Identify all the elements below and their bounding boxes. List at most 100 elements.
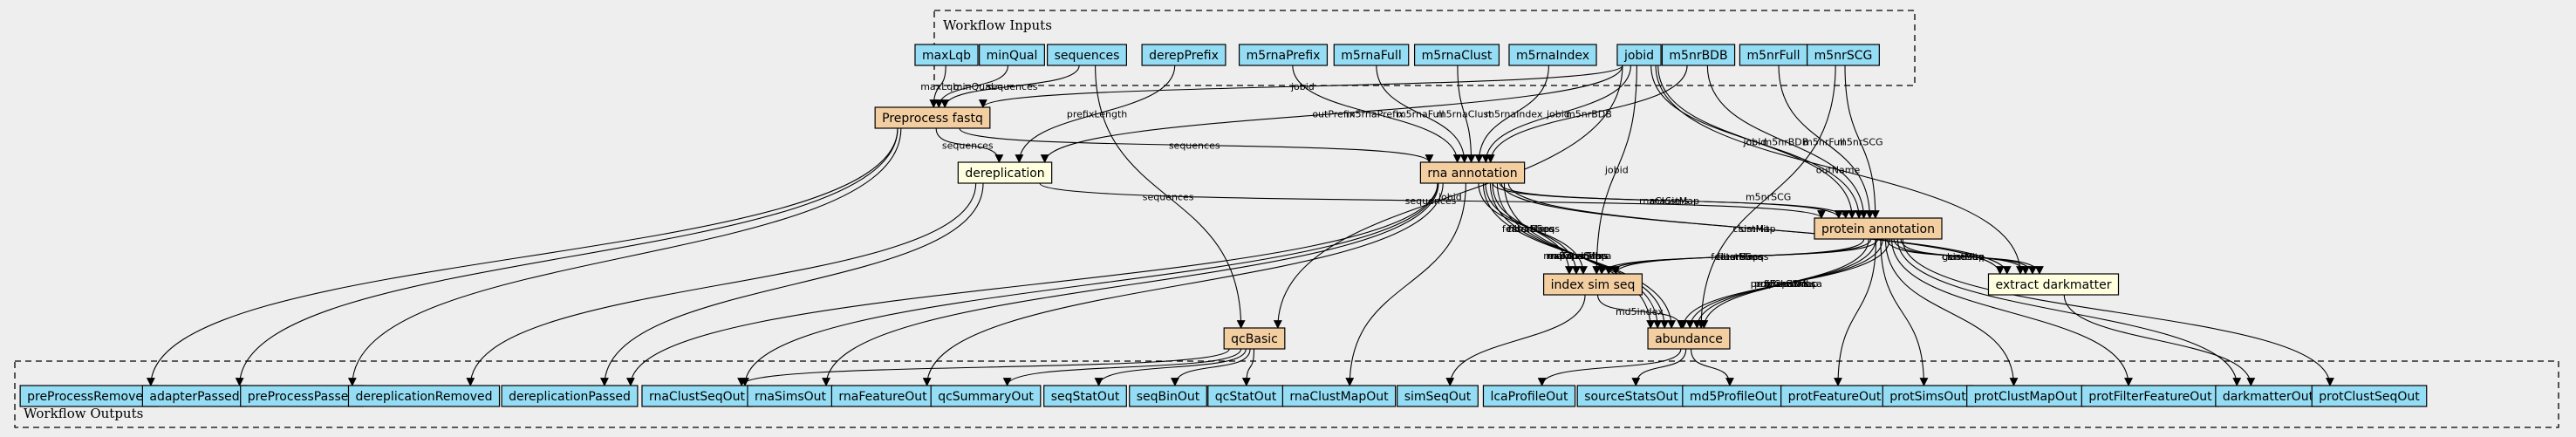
- output-preProcessRemoved[interactable]: preProcessRemoved: [19, 385, 159, 407]
- edge-label-simHit: simHit: [1739, 223, 1770, 235]
- edge-22: [1655, 65, 2025, 275]
- output-sourceStatsOut[interactable]: sourceStatsOut: [1576, 385, 1686, 407]
- input-m5nrSCG[interactable]: m5nrSCG: [1807, 44, 1880, 66]
- edge-70: [1896, 238, 2242, 386]
- input-maxLqb[interactable]: maxLqb: [914, 44, 979, 66]
- input-m5rnaPrefix[interactable]: m5rnaPrefix: [1238, 44, 1329, 66]
- edge-21: [1657, 65, 1857, 219]
- input-sequences-label: sequences: [1055, 49, 1120, 63]
- edge-51: [600, 182, 984, 386]
- input-sequences[interactable]: sequences: [1047, 44, 1127, 66]
- step-preprocess[interactable]: Preprocess fastq: [874, 106, 991, 129]
- edge-label-clustMap: clustMap: [1732, 223, 1775, 235]
- edge-label-sequences: sequences: [942, 140, 994, 152]
- output-rnaSimsOut[interactable]: rnaSimsOut: [747, 385, 834, 407]
- step-index[interactable]: index sim seq: [1542, 273, 1643, 296]
- step-extract[interactable]: extract darkmatter: [1987, 273, 2120, 296]
- edge-64: [1631, 348, 1687, 386]
- output-qcSummaryOut[interactable]: qcSummaryOut: [930, 385, 1042, 407]
- input-maxLqb-label: maxLqb: [922, 49, 971, 63]
- edge-33: [1492, 182, 1574, 275]
- step-dereplication[interactable]: dereplication: [957, 161, 1053, 184]
- input-m5nrBDB[interactable]: m5nrBDB: [1661, 44, 1736, 66]
- input-m5nrBDB-label: m5nrBDB: [1669, 49, 1727, 63]
- output-protFilterFeatureOut[interactable]: protFilterFeatureOut: [2081, 385, 2220, 407]
- edge-43: [1678, 238, 1890, 329]
- step-qc[interactable]: qcBasic: [1223, 327, 1286, 350]
- edge-53: [741, 182, 1438, 386]
- output-protClustMapOut[interactable]: protClustMapOut: [1966, 385, 2085, 407]
- output-rnaFeatureOut-label: rnaFeatureOut: [838, 390, 927, 404]
- input-m5nrFull[interactable]: m5nrFull: [1739, 44, 1808, 66]
- workflow-inputs-label: Workflow Inputs: [943, 17, 1052, 33]
- output-rnaClustMapOut-box: [1281, 385, 1397, 407]
- input-m5nrFull-label: m5nrFull: [1746, 49, 1800, 63]
- edge-label-rnaClustMap: rnaClustMap: [1639, 195, 1699, 207]
- edge-label-expandSims: expandSims: [1757, 278, 1816, 290]
- edge-label-filterSims: filterSims: [1508, 223, 1554, 235]
- input-m5nrBDB-box: [1661, 44, 1736, 66]
- edge-7: [1292, 65, 1462, 163]
- edge-label-geneSeq: geneSeq: [1942, 251, 1984, 263]
- edge-44: [1596, 294, 1686, 329]
- step-abundance[interactable]: abundance: [1647, 327, 1731, 350]
- edge-label-jobid: jobid: [1290, 81, 1315, 92]
- output-protClustMapOut-label: protClustMapOut: [1974, 390, 2078, 404]
- step-protein[interactable]: protein annotation: [1814, 217, 1943, 240]
- input-m5rnaFull-label: m5rnaFull: [1341, 49, 1401, 63]
- input-m5rnaIndex[interactable]: m5rnaIndex: [1508, 44, 1597, 66]
- step-rna-label: rna annotation: [1427, 167, 1517, 181]
- input-jobid[interactable]: jobid: [1616, 44, 1662, 66]
- step-rna-box: [1419, 161, 1526, 184]
- output-protClustSeqOut[interactable]: protClustSeqOut: [2311, 385, 2428, 407]
- output-qcSummaryOut-box: [930, 385, 1042, 407]
- output-seqBinOut[interactable]: seqBinOut: [1129, 385, 1207, 407]
- input-derepPrefix[interactable]: derepPrefix: [1141, 44, 1227, 66]
- edge-60: [1241, 348, 1255, 386]
- edge-69: [1891, 238, 2133, 386]
- output-protClustSeqOut-box: [2311, 385, 2428, 407]
- output-seqStatOut-box: [1043, 385, 1127, 407]
- input-sequences-box: [1047, 44, 1127, 66]
- input-m5rnaIndex-label: m5rnaIndex: [1516, 49, 1589, 63]
- input-m5rnaFull-box: [1333, 44, 1410, 66]
- output-qcStatOut[interactable]: qcStatOut: [1207, 385, 1284, 407]
- output-rnaClustMapOut[interactable]: rnaClustMapOut: [1281, 385, 1397, 407]
- edge-label-m5rnaPrefix: m5rnaPrefix: [1346, 109, 1404, 120]
- edges-layer: [146, 65, 2334, 386]
- output-seqStatOut-label: seqStatOut: [1051, 390, 1120, 404]
- output-md5ProfileOut[interactable]: md5ProfileOut: [1682, 385, 1785, 407]
- output-darkmatterOut[interactable]: darkmatterOut: [2215, 385, 2321, 407]
- edge-label-jobid: jobid: [1546, 109, 1570, 120]
- output-rnaFeatureOut[interactable]: rnaFeatureOut: [830, 385, 935, 407]
- output-preProcessPassed[interactable]: preProcessPassed: [240, 385, 364, 407]
- edge-52: [626, 182, 1438, 386]
- step-abundance-label: abundance: [1655, 332, 1723, 346]
- input-m5rnaIndex-box: [1508, 44, 1597, 66]
- output-dereplicationRemoved[interactable]: dereplicationRemoved: [347, 385, 501, 407]
- output-protSimsOut[interactable]: protSimsOut: [1882, 385, 1974, 407]
- output-simSeqOut[interactable]: simSeqOut: [1397, 385, 1479, 407]
- output-dereplicationPassed[interactable]: dereplicationPassed: [501, 385, 639, 407]
- output-dereplicationRemoved-label: dereplicationRemoved: [355, 390, 492, 404]
- output-lcaProfileOut[interactable]: lcaProfileOut: [1482, 385, 1576, 407]
- edge-label-m5nrFull: m5nrFull: [1803, 137, 1845, 148]
- output-preProcessRemoved-label: preProcessRemoved: [27, 390, 151, 404]
- step-rna[interactable]: rna annotation: [1419, 161, 1526, 184]
- output-protFeatureOut[interactable]: protFeatureOut: [1780, 385, 1889, 407]
- input-jobid-label: jobid: [1623, 49, 1654, 63]
- input-m5nrSCG-label: m5nrSCG: [1814, 49, 1873, 63]
- edge-label-jobid: jobid: [1604, 165, 1629, 176]
- edge-2: [940, 65, 1080, 108]
- output-rnaClustSeqOut[interactable]: rnaClustSeqOut: [641, 385, 753, 407]
- output-rnaSimsOut-box: [747, 385, 834, 407]
- input-m5rnaFull[interactable]: m5rnaFull: [1333, 44, 1410, 66]
- input-m5rnaClust[interactable]: m5rnaClust: [1413, 44, 1500, 66]
- workflow-outputs-label: Workflow Outputs: [24, 406, 143, 421]
- edge-65: [1691, 348, 1734, 386]
- input-m5rnaPrefix-label: m5rnaPrefix: [1247, 49, 1321, 63]
- output-dereplicationPassed-label: dereplicationPassed: [509, 390, 631, 404]
- input-minQual[interactable]: minQual: [979, 44, 1045, 66]
- output-adapterPassed[interactable]: adapterPassed: [141, 385, 248, 407]
- output-seqStatOut[interactable]: seqStatOut: [1043, 385, 1127, 407]
